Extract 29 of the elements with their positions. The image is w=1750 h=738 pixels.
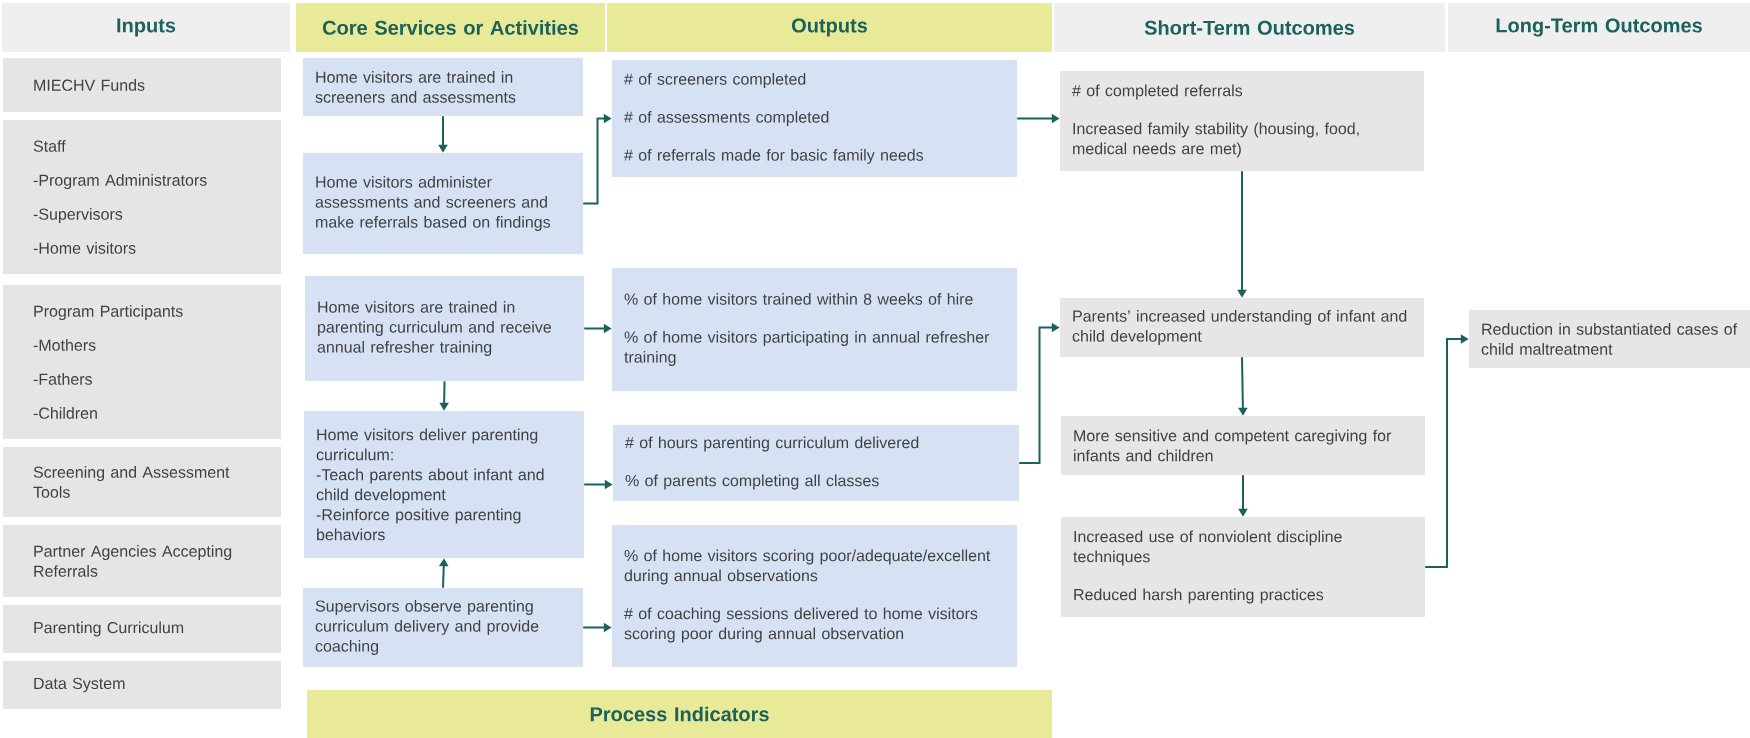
column-header: Short-Term Outcomes xyxy=(1054,3,1445,52)
output-box: % of home visitors scoring poor/adequate/excellent during annual observations # of coaching sessions delivered to home visitors scoring poor during annual observation xyxy=(612,525,1017,667)
node-label: Outputs xyxy=(792,18,868,37)
input-box: Staff -Program Administrators -Supervisors -Home visitors xyxy=(3,120,281,274)
output-box: # of screeners completed # of assessments completed # of referrals made for basic family needs xyxy=(612,60,1017,177)
input-box: Program Participants -Mothers -Fathers -Children xyxy=(3,285,281,439)
activity-box: Home visitors are trained in screeners and assessments xyxy=(303,58,583,116)
input-box: MIECHV Funds xyxy=(3,58,281,112)
column-header: Process Indicators xyxy=(307,690,1052,738)
outcome-box: Increased use of nonviolent discipline techniques Reduced harsh parenting practices xyxy=(1061,517,1425,617)
outcome-box: Reduction in substantiated cases of child maltreatment xyxy=(1469,310,1750,368)
output-box: % of home visitors trained within 8 weeks of hire % of home visitors participating in annual refresher training xyxy=(612,268,1017,391)
outcome-box: More sensitive and competent caregiving for infants and children xyxy=(1061,416,1425,475)
column-header: Outputs xyxy=(607,3,1052,52)
activity-box: Supervisors observe parenting curriculum delivery and provide coaching xyxy=(303,588,583,667)
column-header: Inputs xyxy=(2,3,290,52)
activity-box: Home visitors administer assessments and screeners and make referrals based on findings xyxy=(303,153,583,254)
activity-box: Home visitors are trained in parenting curriculum and receive annual refresher training xyxy=(305,276,584,381)
column-header: Core Services or Activities xyxy=(296,3,605,52)
input-box: Partner Agencies Accepting Referrals xyxy=(3,525,281,597)
outcome-box: # of completed referrals Increased family stability (housing, food, medical needs are met) xyxy=(1060,71,1424,171)
input-box: Parenting Curriculum xyxy=(3,605,281,653)
output-box: # of hours parenting curriculum delivered % of parents completing all classes xyxy=(613,425,1019,501)
input-box: Data System xyxy=(3,661,281,709)
activity-box: Home visitors deliver parenting curriculum: -Teach parents about infant and child development -Reinforce positive parenting behaviors xyxy=(304,411,584,558)
node-label: Core Services or Activities xyxy=(322,20,579,35)
input-box: Screening and Assessment Tools xyxy=(3,447,281,517)
column-header: Long-Term Outcomes xyxy=(1448,3,1750,52)
outcome-box: Parents’ increased understanding of infant and child development xyxy=(1060,298,1424,357)
